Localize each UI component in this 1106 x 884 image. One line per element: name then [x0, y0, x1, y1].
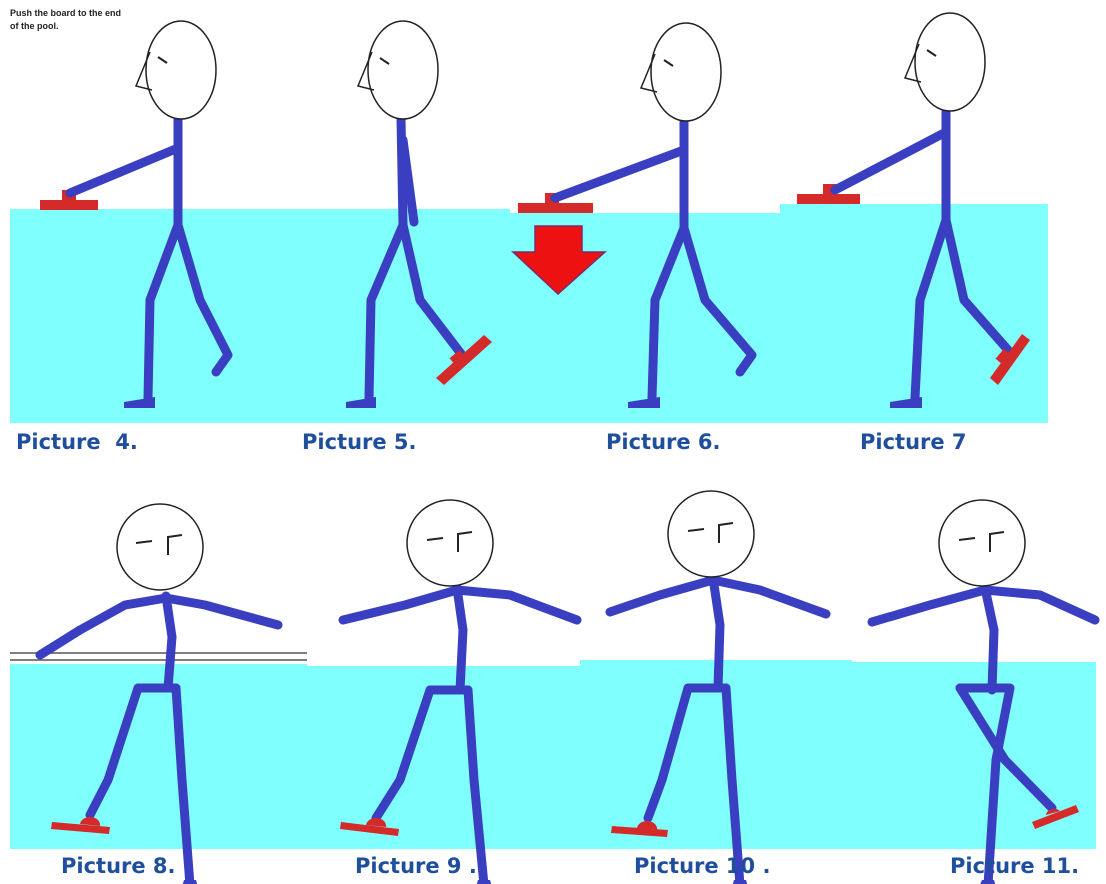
pool-edge-lines [10, 653, 307, 660]
head [407, 500, 493, 586]
head [915, 13, 985, 111]
label-picture-9: Picture 9 . [355, 856, 477, 877]
water-row-1 [10, 204, 1048, 423]
head [651, 23, 721, 121]
label-picture-10: Picture 10 . [634, 856, 770, 877]
head [668, 491, 754, 577]
foot [474, 880, 494, 884]
label-picture-6: Picture 6. [606, 432, 721, 453]
foot [730, 880, 750, 884]
head [117, 504, 203, 590]
foot [976, 880, 998, 884]
label-picture-5: Picture 5. [302, 432, 417, 453]
head [146, 21, 216, 119]
instruction-text: Push the board to the end of the pool. [10, 7, 130, 33]
label-picture-11: Picture 11. [950, 856, 1079, 877]
label-picture-4: Picture 4. [16, 432, 138, 453]
head [368, 21, 438, 119]
head [939, 500, 1025, 586]
label-picture-7: Picture 7 [860, 432, 967, 453]
label-picture-8: Picture 8. [61, 856, 176, 877]
kickboard [797, 184, 860, 204]
foot [180, 880, 200, 884]
